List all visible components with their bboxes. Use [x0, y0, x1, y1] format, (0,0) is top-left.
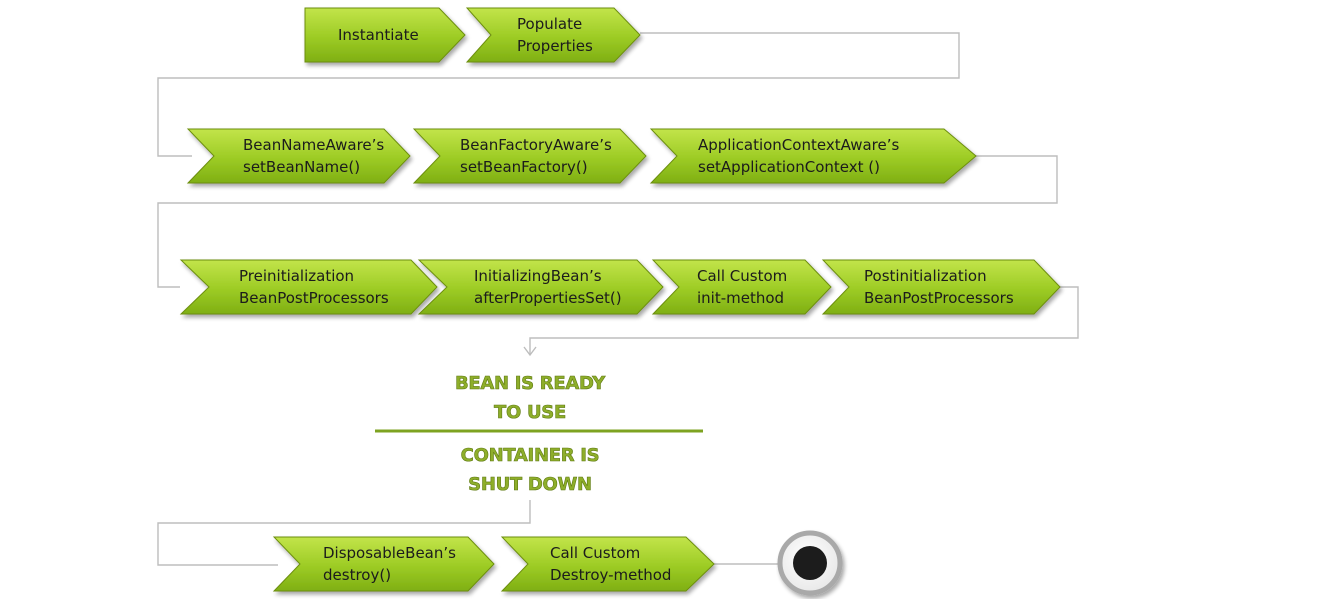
step-shape-application-context-aware	[649, 128, 977, 184]
step-application-context-aware: ApplicationContextAware’s setApplicationC…	[649, 128, 977, 184]
step-shape-disposable-bean	[272, 536, 495, 592]
step-label-postinitialization-line-2: BeanPostProcessors	[864, 289, 1014, 307]
step-shape-bean-factory-aware	[412, 128, 647, 184]
step-shape-populate-properties	[465, 7, 641, 63]
step-shape-instantiate	[304, 7, 466, 63]
step-label-application-context-aware-line-2: setApplicationContext ()	[698, 158, 880, 176]
step-label-custom-init-method-line-2: init-method	[697, 289, 784, 307]
step-label-preinitialization-line-2: BeanPostProcessors	[239, 289, 389, 307]
shutdown-status-line-2: SHUT DOWN	[468, 474, 592, 495]
step-label-disposable-bean-line-2: destroy()	[323, 566, 391, 584]
step-label-disposable-bean-line-1: DisposableBean’s	[323, 544, 456, 562]
step-label-application-context-aware-line-1: ApplicationContextAware’s	[698, 136, 900, 154]
connector-row2-to-row3	[157, 155, 1058, 288]
step-label-preinitialization-line-1: Preinitialization	[239, 267, 354, 285]
step-label-populate-properties-line-2: Properties	[517, 37, 593, 55]
step-custom-init-method: Call Custom init-method	[651, 259, 832, 315]
step-label-initializing-bean-line-1: InitializingBean’s	[474, 267, 602, 285]
end-state-icon	[777, 530, 843, 596]
step-label-bean-name-aware-line-2: setBeanName()	[243, 158, 360, 176]
connector-row1-to-row2	[157, 32, 960, 157]
step-shape-initializing-bean	[417, 259, 664, 315]
step-initializing-bean: InitializingBean’s afterPropertiesSet()	[417, 259, 664, 315]
step-disposable-bean: DisposableBean’s destroy()	[272, 536, 495, 592]
step-label-bean-name-aware-line-1: BeanNameAware’s	[243, 136, 384, 154]
step-label-postinitialization-line-1: Postinitialization	[864, 267, 987, 285]
step-instantiate: Instantiate	[304, 7, 466, 63]
shutdown-status-line-1: CONTAINER IS	[461, 445, 600, 466]
step-label-bean-factory-aware-line-2: setBeanFactory()	[460, 158, 588, 176]
step-shape-preinitialization	[179, 259, 438, 315]
ready-status-line-2: TO USE	[494, 402, 566, 423]
step-shape-custom-init-method	[651, 259, 832, 315]
step-label-custom-init-method-line-1: Call Custom	[697, 267, 787, 285]
step-label-custom-destroy-method-line-2: Destroy-method	[550, 566, 671, 584]
step-label-initializing-bean-line-2: afterPropertiesSet()	[474, 289, 622, 307]
status-labels: BEAN IS READY TO USE CONTAINER IS SHUT D…	[375, 373, 703, 495]
connector-shutdown-to-destroy	[157, 500, 531, 566]
connector-row3-to-ready	[529, 286, 1079, 354]
step-label-instantiate-line-1: Instantiate	[338, 26, 419, 44]
step-label-custom-destroy-method-line-1: Call Custom	[550, 544, 640, 562]
connector-lines	[157, 32, 1079, 566]
step-shape-bean-name-aware	[186, 128, 411, 184]
end-state-inner-dot	[793, 546, 827, 580]
arrowhead-to-ready	[523, 346, 537, 357]
step-shape-custom-destroy-method	[500, 536, 715, 592]
ready-status-line-1: BEAN IS READY	[455, 373, 606, 394]
step-bean-name-aware: BeanNameAware’s setBeanName()	[186, 128, 411, 184]
step-label-bean-factory-aware-line-1: BeanFactoryAware’s	[460, 136, 612, 154]
step-bean-factory-aware: BeanFactoryAware’s setBeanFactory()	[412, 128, 647, 184]
step-shape-postinitialization	[821, 259, 1061, 315]
step-label-populate-properties-line-1: Populate	[517, 15, 582, 33]
process-steps: Instantiate PopulatePropertiesBeanNameAwa…	[179, 7, 1061, 592]
